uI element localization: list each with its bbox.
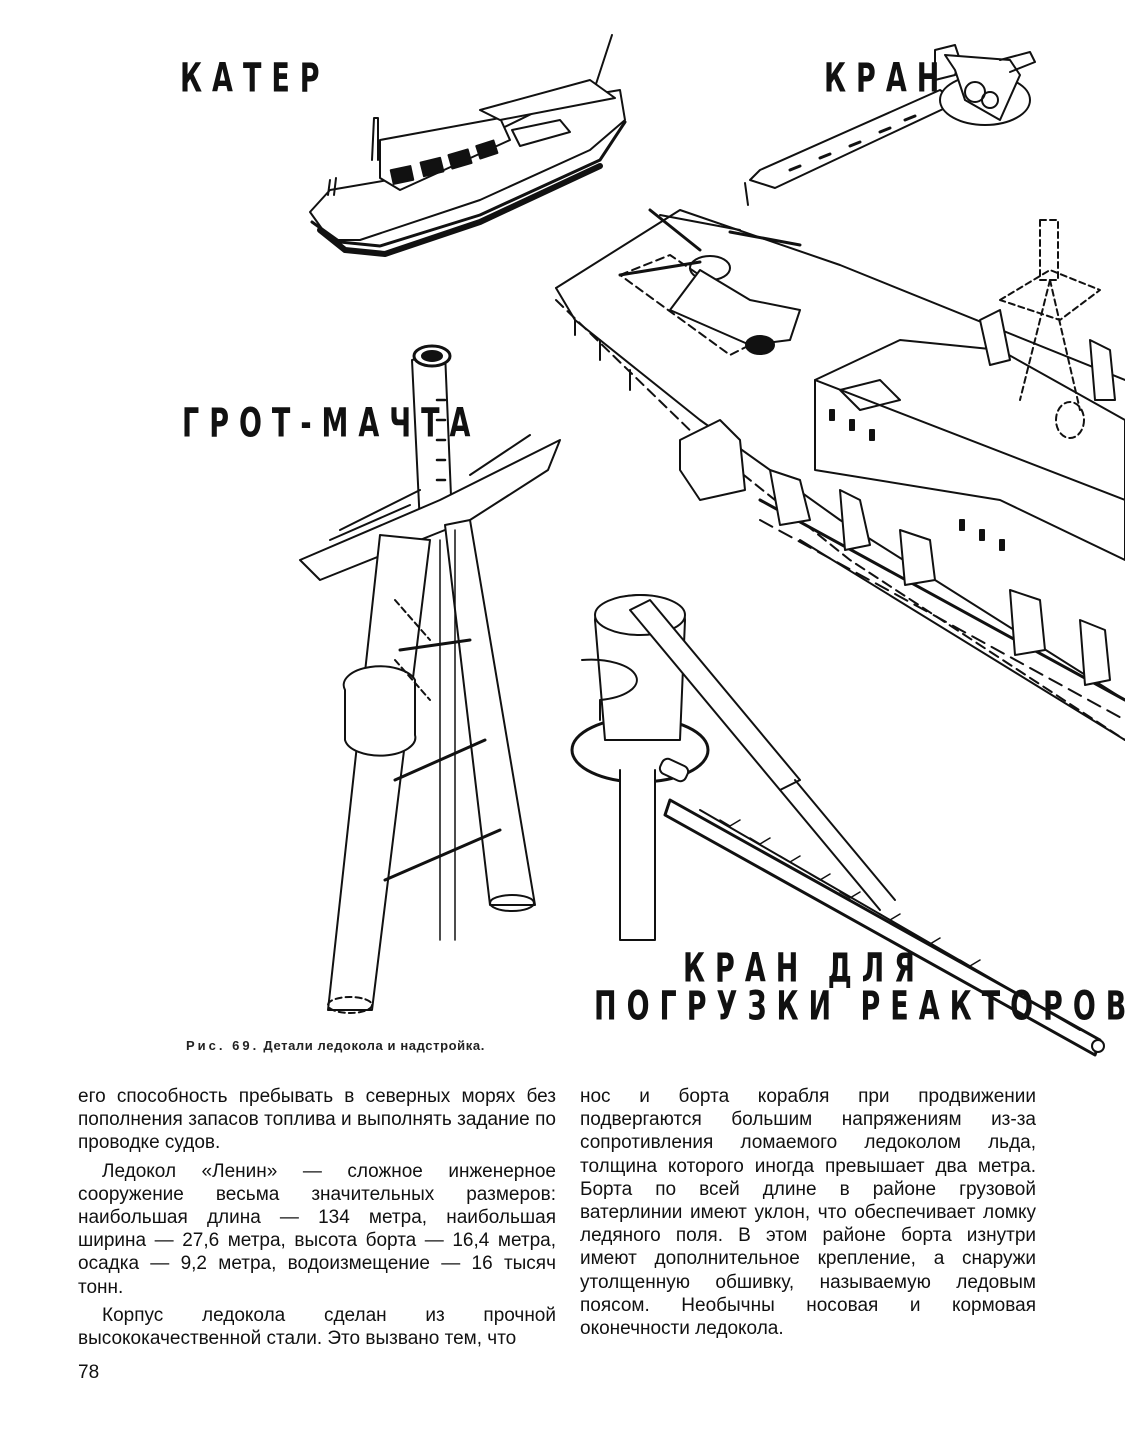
deck-drawing (555, 208, 1125, 741)
figure-caption: Рис. 69. Детали ледокола и надстройка. (186, 1038, 485, 1053)
paragraph: его способность пребывать в северных мор… (78, 1086, 556, 1154)
figure-caption-prefix: Рис. 69. (186, 1038, 260, 1053)
label-reactor-crane-line1: КРАН ДЛЯ (683, 945, 925, 993)
text-column-left: его способность пребывать в северных мор… (78, 1085, 556, 1350)
paragraph: нос и борта корабля при продвижении подв… (580, 1086, 1036, 1340)
icebreaker-illustration (299, 34, 1125, 1057)
paragraph: Ледокол «Ленин» — сложное инженерное соо… (78, 1160, 556, 1298)
mainmast-drawing (299, 344, 561, 1014)
reactor-crane-drawing (570, 594, 1105, 1057)
crane-drawing (744, 44, 1036, 206)
label-crane: КРАН (824, 55, 950, 103)
label-boat: КАТЕР (180, 55, 330, 103)
boat-drawing (309, 34, 627, 257)
label-mainmast: ГРОТ-МАЧТА (182, 400, 481, 448)
figure-caption-text: Детали ледокола и надстройка. (263, 1038, 485, 1053)
page-number: 78 (78, 1362, 100, 1383)
label-reactor-crane-line2: ПОГРУЗКИ РЕАКТОРОВ (594, 983, 1125, 1031)
text-column-right: нос и борта корабля при продвижении подв… (580, 1085, 1036, 1340)
paragraph: Корпус ледокола сделан из прочной высоко… (78, 1304, 556, 1350)
